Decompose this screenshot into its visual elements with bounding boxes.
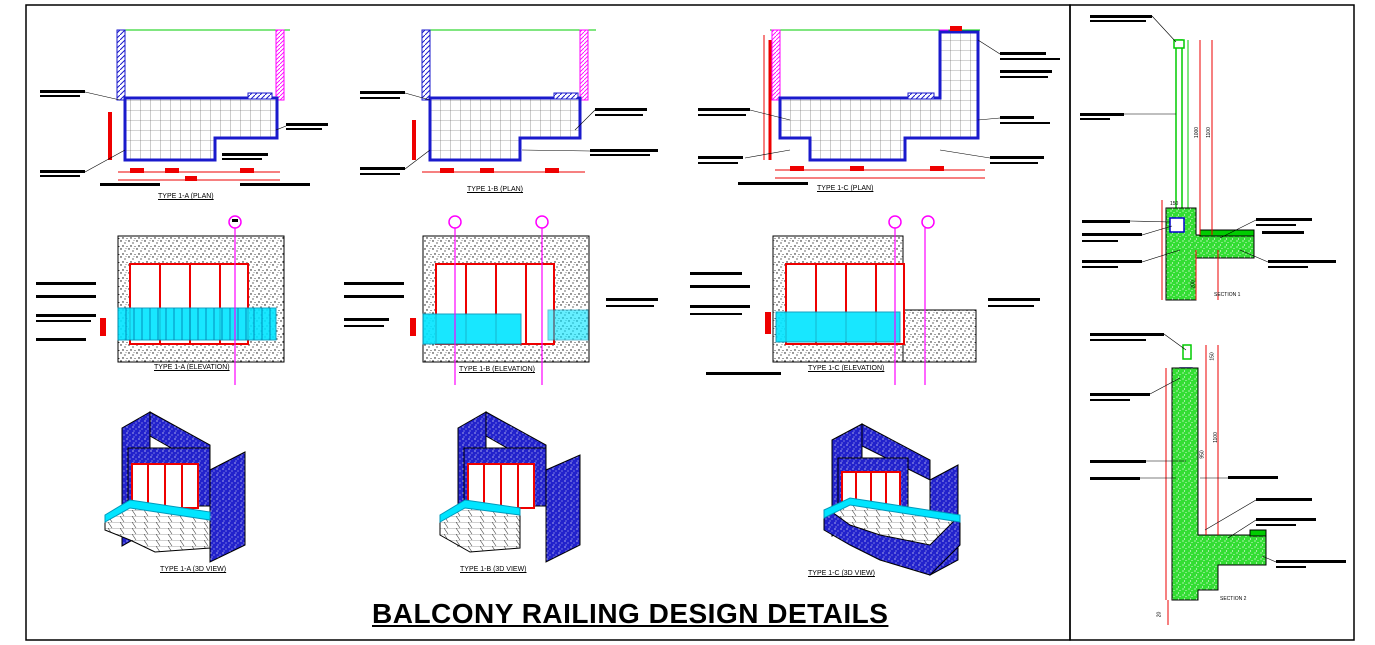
section-2 (1165, 344, 1267, 625)
plan-1a-caption: TYPE 1-A (PLAN) (158, 193, 214, 200)
elevation-1c-caption: TYPE 1-C (ELEVATION) (808, 365, 885, 372)
view3d-1a-caption: TYPE 1-A (3D VIEW) (160, 566, 227, 573)
section-annotations (1080, 15, 1346, 568)
plan-type-1a (108, 29, 290, 181)
plan-annotations (40, 52, 1060, 186)
section-leaders (1124, 15, 1277, 563)
section-2-caption: SECTION 2 (1220, 596, 1247, 602)
plan-1b-caption: TYPE 1-B (PLAN) (467, 186, 524, 193)
elevation-type-1a (100, 215, 285, 385)
plan-1c-caption: TYPE 1-C (PLAN) (817, 185, 874, 192)
elevation-1a-caption: TYPE 1-A (ELEVATION) (154, 364, 230, 371)
view3d-type-1c (823, 423, 961, 576)
section-1-dim-200: 200 (1190, 280, 1197, 289)
view3d-type-1a (104, 411, 246, 563)
section-1-dim-1000: 1000 (1194, 126, 1201, 139)
elevation-type-1c (765, 215, 977, 385)
section-1-caption: SECTION 1 (1214, 292, 1241, 298)
elevation-1b-caption: TYPE 1-B (ELEVATION) (459, 366, 535, 373)
section-2-dim-20: 20 (1156, 611, 1163, 618)
view3d-1b-caption: TYPE 1-B (3D VIEW) (460, 566, 527, 573)
section-2-dim-950: 950 (1199, 450, 1206, 459)
plan-type-1b (412, 29, 596, 173)
sections-frame (1069, 4, 1355, 641)
view3d-1c-caption: TYPE 1-C (3D VIEW) (808, 570, 875, 577)
elevation-annotations (36, 272, 1040, 375)
plan-leaders (84, 39, 1001, 173)
drawing-title: BALCONY RAILING DESIGN DETAILS (372, 598, 889, 629)
section-1-dim-150: 150 (1170, 201, 1179, 207)
section-2-dim-150: 150 (1209, 352, 1216, 361)
section-1 (1161, 39, 1255, 301)
view3d-type-1b (439, 411, 581, 563)
elevation-type-1b (410, 215, 590, 385)
plan-type-1c (763, 26, 985, 179)
section-2-dim-1100: 1100 (1212, 432, 1219, 443)
section-1-dim-1100: 1100 (1205, 127, 1212, 138)
